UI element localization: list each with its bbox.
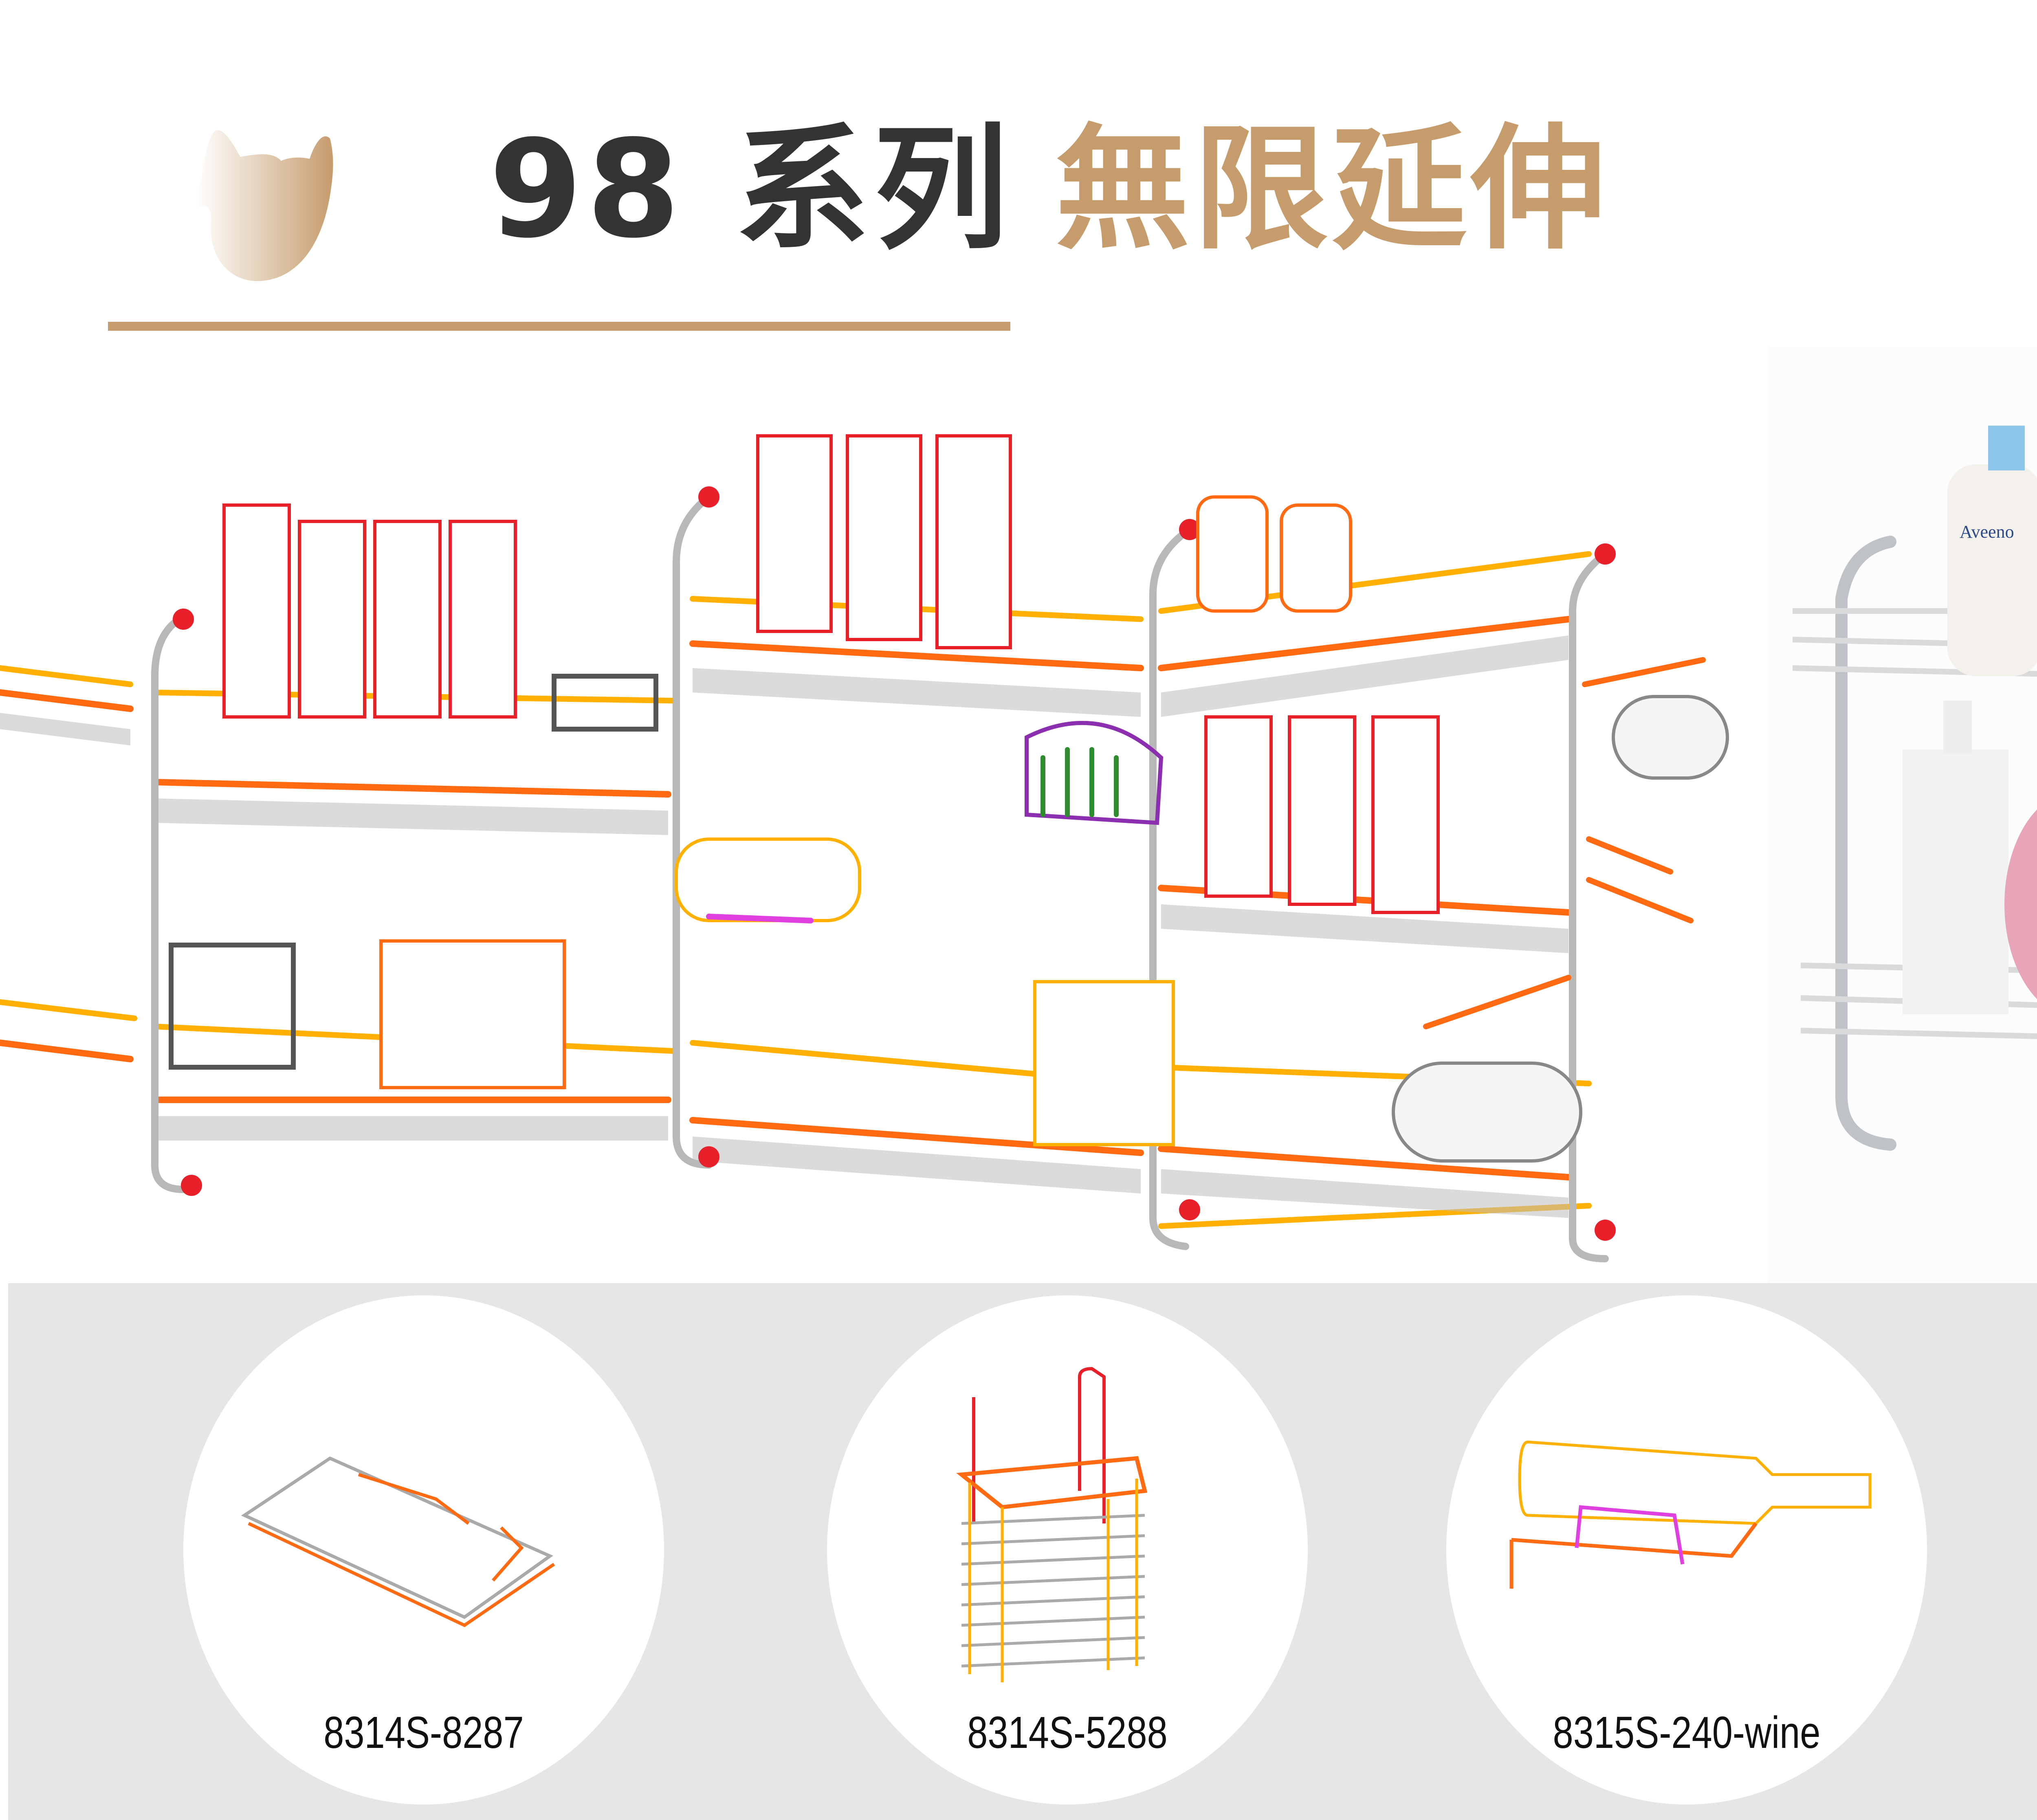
utensil-basket-icon: [956, 1367, 1148, 1682]
title-divider: [108, 322, 1010, 331]
photo-text-aveeno-1: Aveeno: [1960, 522, 2014, 542]
product-card-utensil-basket[interactable]: 8314S-5288: [827, 1295, 1308, 1805]
product-photo: Aveeno Aveeno: [1768, 346, 2037, 1283]
product-code: 8314S-5288: [967, 1708, 1168, 1758]
product-code: 8314S-8287: [323, 1708, 524, 1758]
modular-rack-diagram: [0, 434, 1729, 1262]
product-card-tray[interactable]: 8314S-8287: [183, 1295, 664, 1805]
wine-holder-icon: [1509, 1440, 1872, 1589]
product-card-wine-holder[interactable]: 8315S-240-wine: [1446, 1295, 1927, 1805]
title-tagline: 無限延伸: [1055, 111, 1609, 268]
duck-logo-icon: [196, 130, 333, 281]
product-code: 8315S-240-wine: [1553, 1708, 1821, 1758]
title-series: 98 系列: [489, 111, 1012, 268]
tray-icon: [241, 1456, 555, 1627]
